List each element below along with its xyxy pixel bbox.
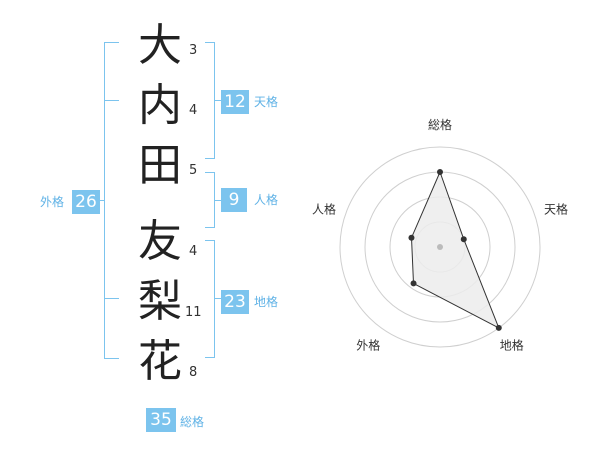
jinkaku-label: 人格 <box>254 193 279 207</box>
stroke-count-4: 4 <box>189 244 198 259</box>
gaikaku-bracket-tick-2 <box>104 298 119 299</box>
radar-data-point <box>410 280 417 287</box>
chikaku-value-badge: 23 <box>221 290 249 314</box>
gaikaku-bracket-tick-1 <box>104 100 119 101</box>
name-char-2: 内 <box>138 80 182 131</box>
chikaku-connector <box>215 298 221 299</box>
jinkaku-bracket <box>205 172 215 228</box>
radar-data-point <box>408 234 415 241</box>
name-char-4: 友 <box>138 216 182 267</box>
radar-data-point <box>437 169 443 175</box>
radar-axis-label-soukaku: 総格 <box>428 117 452 132</box>
chikaku-bracket <box>205 240 215 358</box>
stroke-count-5: 11 <box>185 305 202 320</box>
tenkaku-label: 天格 <box>254 95 279 109</box>
radar-data-point <box>495 324 502 331</box>
tenkaku-connector <box>215 100 221 101</box>
soukaku-value-badge: 35 <box>146 408 176 432</box>
stroke-count-1: 3 <box>189 43 198 58</box>
gaikaku-bracket <box>104 42 119 359</box>
radar-axis-label-chikaku: 地格 <box>500 338 524 353</box>
stroke-count-3: 5 <box>189 163 198 178</box>
tenkaku-bracket <box>205 42 215 159</box>
tenkaku-value-badge: 12 <box>221 90 249 114</box>
radar-data-area <box>410 170 500 329</box>
jinkaku-value-badge: 9 <box>221 188 247 212</box>
gaikaku-label: 外格 <box>40 195 65 209</box>
gaikaku-value-badge: 26 <box>72 190 100 214</box>
soukaku-label: 総格 <box>180 415 205 429</box>
radar-data-points <box>408 169 502 331</box>
chikaku-label: 地格 <box>254 295 279 309</box>
radar-data-point <box>460 236 467 243</box>
jinkaku-connector <box>215 200 221 201</box>
name-char-5: 梨 <box>138 276 182 327</box>
radar-center-dot <box>437 244 443 250</box>
name-char-6: 花 <box>138 336 182 387</box>
stroke-count-6: 8 <box>189 365 198 380</box>
radar-axis-label-jinkaku: 人格 <box>312 201 336 216</box>
stroke-count-2: 4 <box>189 103 198 118</box>
name-char-3: 田 <box>138 140 182 191</box>
radar-grid-ring <box>339 146 541 348</box>
radar-axis-label-gaikaku: 外格 <box>356 338 380 353</box>
name-char-1: 大 <box>138 20 182 71</box>
radar-axis-label-tenkaku: 天格 <box>544 201 568 216</box>
